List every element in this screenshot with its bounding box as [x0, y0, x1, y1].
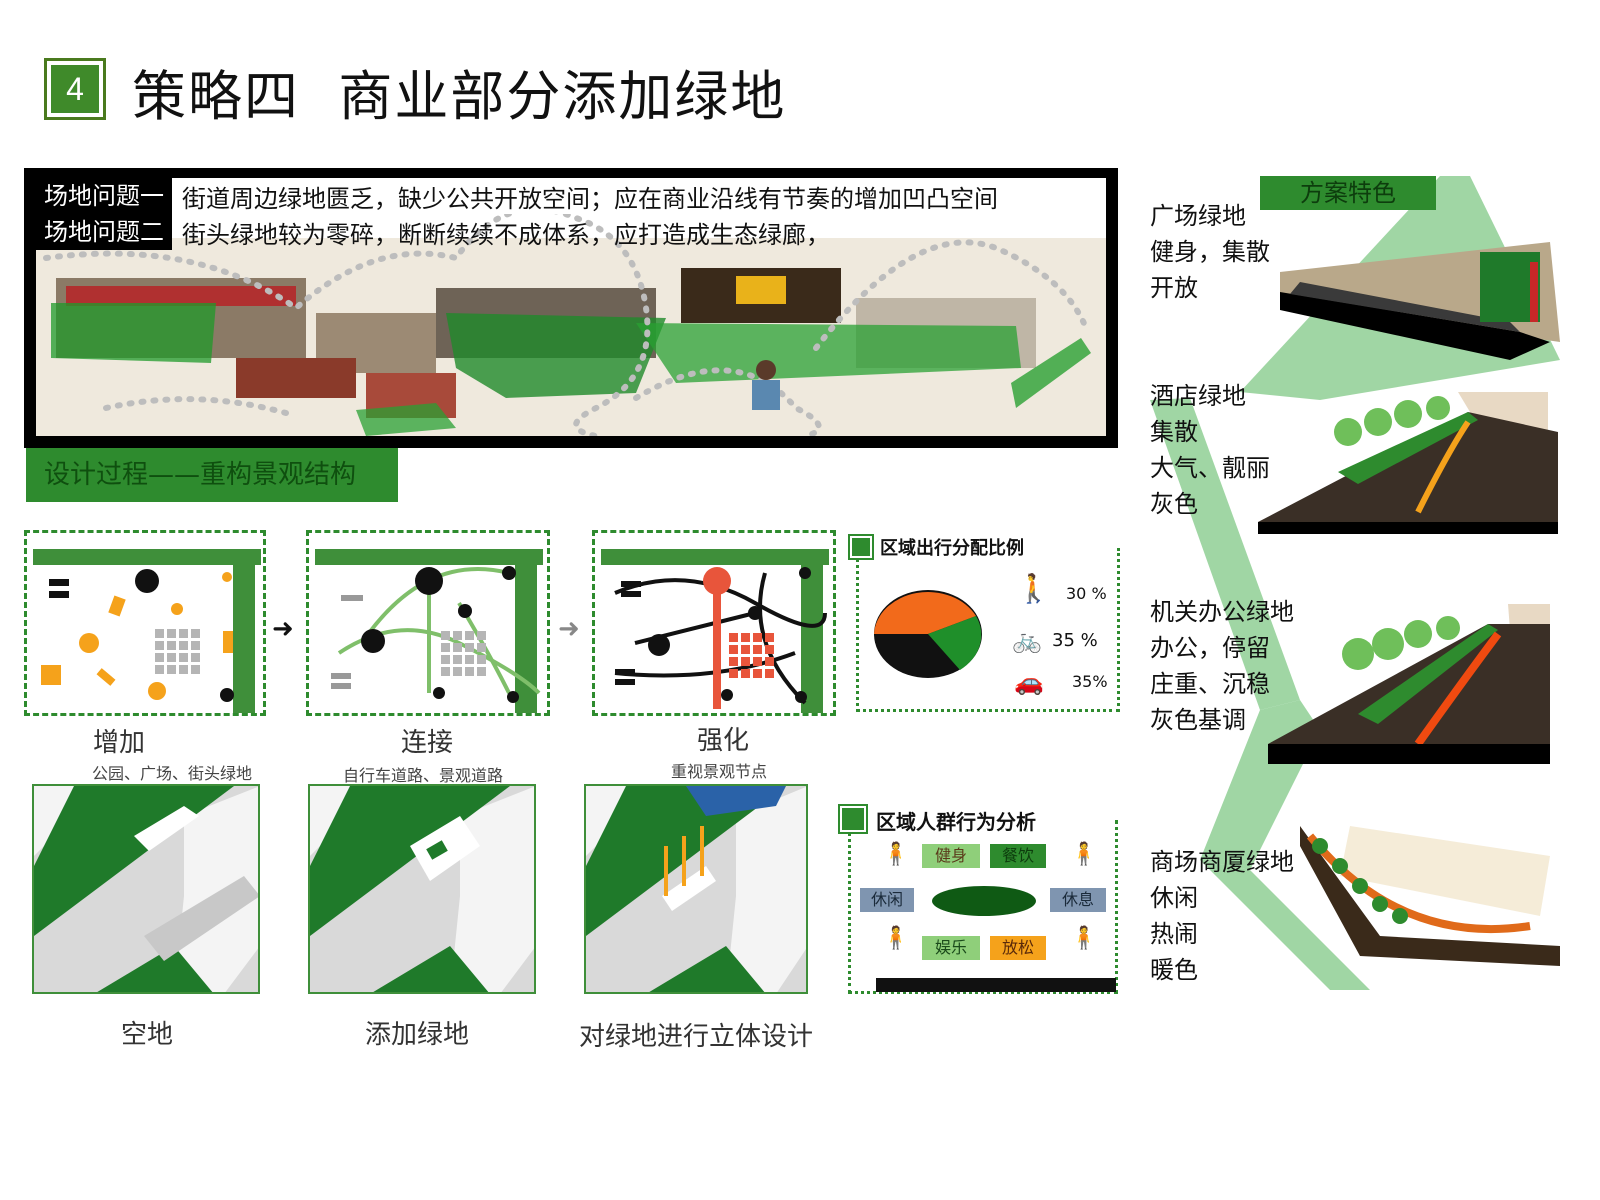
- tag-entertainment: 娱乐: [922, 936, 980, 960]
- site-problem-panel: 场地问题一 街道周边绿地匮乏，缺少公共开放空间；应在商业沿线有节奏的增加凹凸空间…: [24, 168, 1118, 448]
- street-panorama: 场地问题一 街道周边绿地匮乏，缺少公共开放空间；应在商业沿线有节奏的增加凹凸空间…: [36, 178, 1106, 436]
- features-tag: 方案特色: [1260, 176, 1436, 210]
- travel-value-bike: 35 %: [1052, 630, 1098, 651]
- step-sub-connect: 自行车道路、景观道路: [342, 766, 503, 785]
- step-title-add: 增加: [92, 728, 145, 758]
- feature-line: 集散: [1150, 418, 1198, 446]
- travel-ratio-pie: [874, 590, 982, 678]
- problem-row: 场地问题二 街头绿地较为零碎，断断续续不成体系，应打造成生态绿廊，: [36, 214, 998, 250]
- step-title-strengthen: 强化: [696, 726, 749, 756]
- plan-add-green: [308, 784, 536, 994]
- travel-ratio-frame: [856, 548, 1120, 712]
- travel-value-car: 35%: [1072, 672, 1108, 691]
- diagram-strengthen: [592, 530, 836, 716]
- car-icon: 🚗: [1014, 668, 1044, 696]
- diagram-connect: [306, 530, 550, 716]
- step-sub-add: 公园、广场、街头绿地: [91, 764, 252, 783]
- tag-relax: 放松: [990, 936, 1046, 960]
- feature-line: 热闹: [1150, 920, 1198, 948]
- problem-text: 街头绿地较为零碎，断断续续不成体系，应打造成生态绿廊，: [182, 220, 830, 249]
- travel-value-walk: 30 %: [1066, 584, 1107, 603]
- behavior-center-ellipse: [932, 886, 1036, 916]
- diagram-strengthen-graphic: [601, 549, 829, 713]
- feature-text-office: 机关办公绿地 办公，停留 庄重、沉稳 灰色基调: [1150, 594, 1294, 738]
- feature-line: 酒店绿地: [1150, 382, 1246, 410]
- diagram-connect-graphic: [315, 549, 543, 713]
- section-number-badge: 4: [44, 58, 106, 120]
- tag-fitness: 健身: [922, 844, 980, 868]
- arrow-right-icon: ➜: [272, 614, 294, 644]
- plan-empty-site: [32, 784, 260, 994]
- feature-line: 大气、靓丽: [1150, 454, 1270, 482]
- problem-list: 场地问题一 街道周边绿地匮乏，缺少公共开放空间；应在商业沿线有节奏的增加凹凸空间…: [36, 178, 998, 250]
- feature-line: 暖色: [1150, 956, 1198, 984]
- plan-add-green-graphic: [310, 786, 534, 992]
- feature-line: 办公，停留: [1150, 634, 1270, 662]
- feature-line: 灰色: [1150, 490, 1198, 518]
- diagram-add-graphic: [33, 549, 261, 713]
- feature-line: 商场商厦绿地: [1150, 848, 1294, 876]
- behavior-bottom-bar: [876, 978, 1116, 992]
- plan-caption-add-green: 添加绿地: [364, 1020, 469, 1050]
- feature-line: 休闲: [1150, 884, 1198, 912]
- tag-dining: 餐饮: [990, 844, 1046, 868]
- feature-text-hotel: 酒店绿地 集散 大气、靓丽 灰色: [1150, 378, 1270, 522]
- plan-3d-design: [584, 784, 808, 994]
- feature-line: 机关办公绿地: [1150, 598, 1294, 626]
- tag-leisure: 休闲: [860, 888, 914, 912]
- behavior-frame: [848, 820, 1118, 994]
- feature-image-office: [1268, 604, 1550, 764]
- person-icon: 🧍: [882, 842, 910, 867]
- feature-image-mall: [1300, 826, 1560, 966]
- behavior-panel: 区域人群行为分析 🧍 🧍 🧍 🧍 健身 餐饮 休闲 休息 娱乐 放松: [838, 802, 1120, 994]
- plan-caption-empty: 空地: [120, 1020, 173, 1050]
- feature-line: 健身，集散: [1150, 238, 1270, 266]
- walk-icon: 🚶: [1016, 572, 1051, 605]
- person-icon: 🧍: [1070, 842, 1098, 867]
- problem-label: 场地问题一: [36, 178, 172, 214]
- travel-ratio-panel: 区域出行分配比例 🚶 30 % 🚲 35 % 🚗 35%: [846, 530, 1120, 712]
- tag-rest: 休息: [1050, 888, 1106, 912]
- step-title-connect: 连接: [400, 728, 453, 758]
- feature-image-plaza: [1280, 242, 1560, 360]
- section-number: 4: [51, 65, 99, 113]
- plan-caption-3d: 对绿地进行立体设计: [578, 1022, 813, 1052]
- diagram-add: [24, 530, 266, 716]
- problem-text: 街道周边绿地匮乏，缺少公共开放空间；应在商业沿线有节奏的增加凹凸空间: [172, 178, 998, 214]
- page-title: 策略四 商业部分添加绿地: [132, 65, 787, 128]
- behavior-title: 区域人群行为分析: [876, 810, 1036, 834]
- plan-empty-graphic: [34, 786, 258, 992]
- feature-text-mall: 商场商厦绿地 休闲 热闹 暖色: [1150, 844, 1294, 988]
- square-icon: [838, 804, 868, 834]
- feature-line: 灰色基调: [1150, 706, 1246, 734]
- feature-line: 广场绿地: [1150, 202, 1246, 230]
- problem-label: 场地问题二: [36, 214, 172, 250]
- plan-3d-graphic: [586, 786, 806, 992]
- street-panorama-illustration: [36, 206, 1106, 436]
- person-icon: 🧍: [1070, 926, 1098, 951]
- feature-text-plaza: 广场绿地 健身，集散 开放: [1150, 198, 1270, 306]
- bike-icon: 🚲: [1012, 626, 1042, 654]
- arrow-right-icon: ➜: [558, 614, 580, 644]
- problem-row: 场地问题一 街道周边绿地匮乏，缺少公共开放空间；应在商业沿线有节奏的增加凹凸空间: [36, 178, 998, 214]
- design-process-heading: 设计过程——重构景观结构: [26, 448, 398, 502]
- travel-ratio-title: 区域出行分配比例: [880, 538, 1024, 559]
- step-sub-strengthen: 重视景观节点: [670, 762, 767, 781]
- feature-line: 庄重、沉稳: [1150, 670, 1270, 698]
- person-icon: 🧍: [882, 926, 910, 951]
- feature-image-hotel: [1258, 392, 1558, 534]
- feature-line: 开放: [1150, 274, 1198, 302]
